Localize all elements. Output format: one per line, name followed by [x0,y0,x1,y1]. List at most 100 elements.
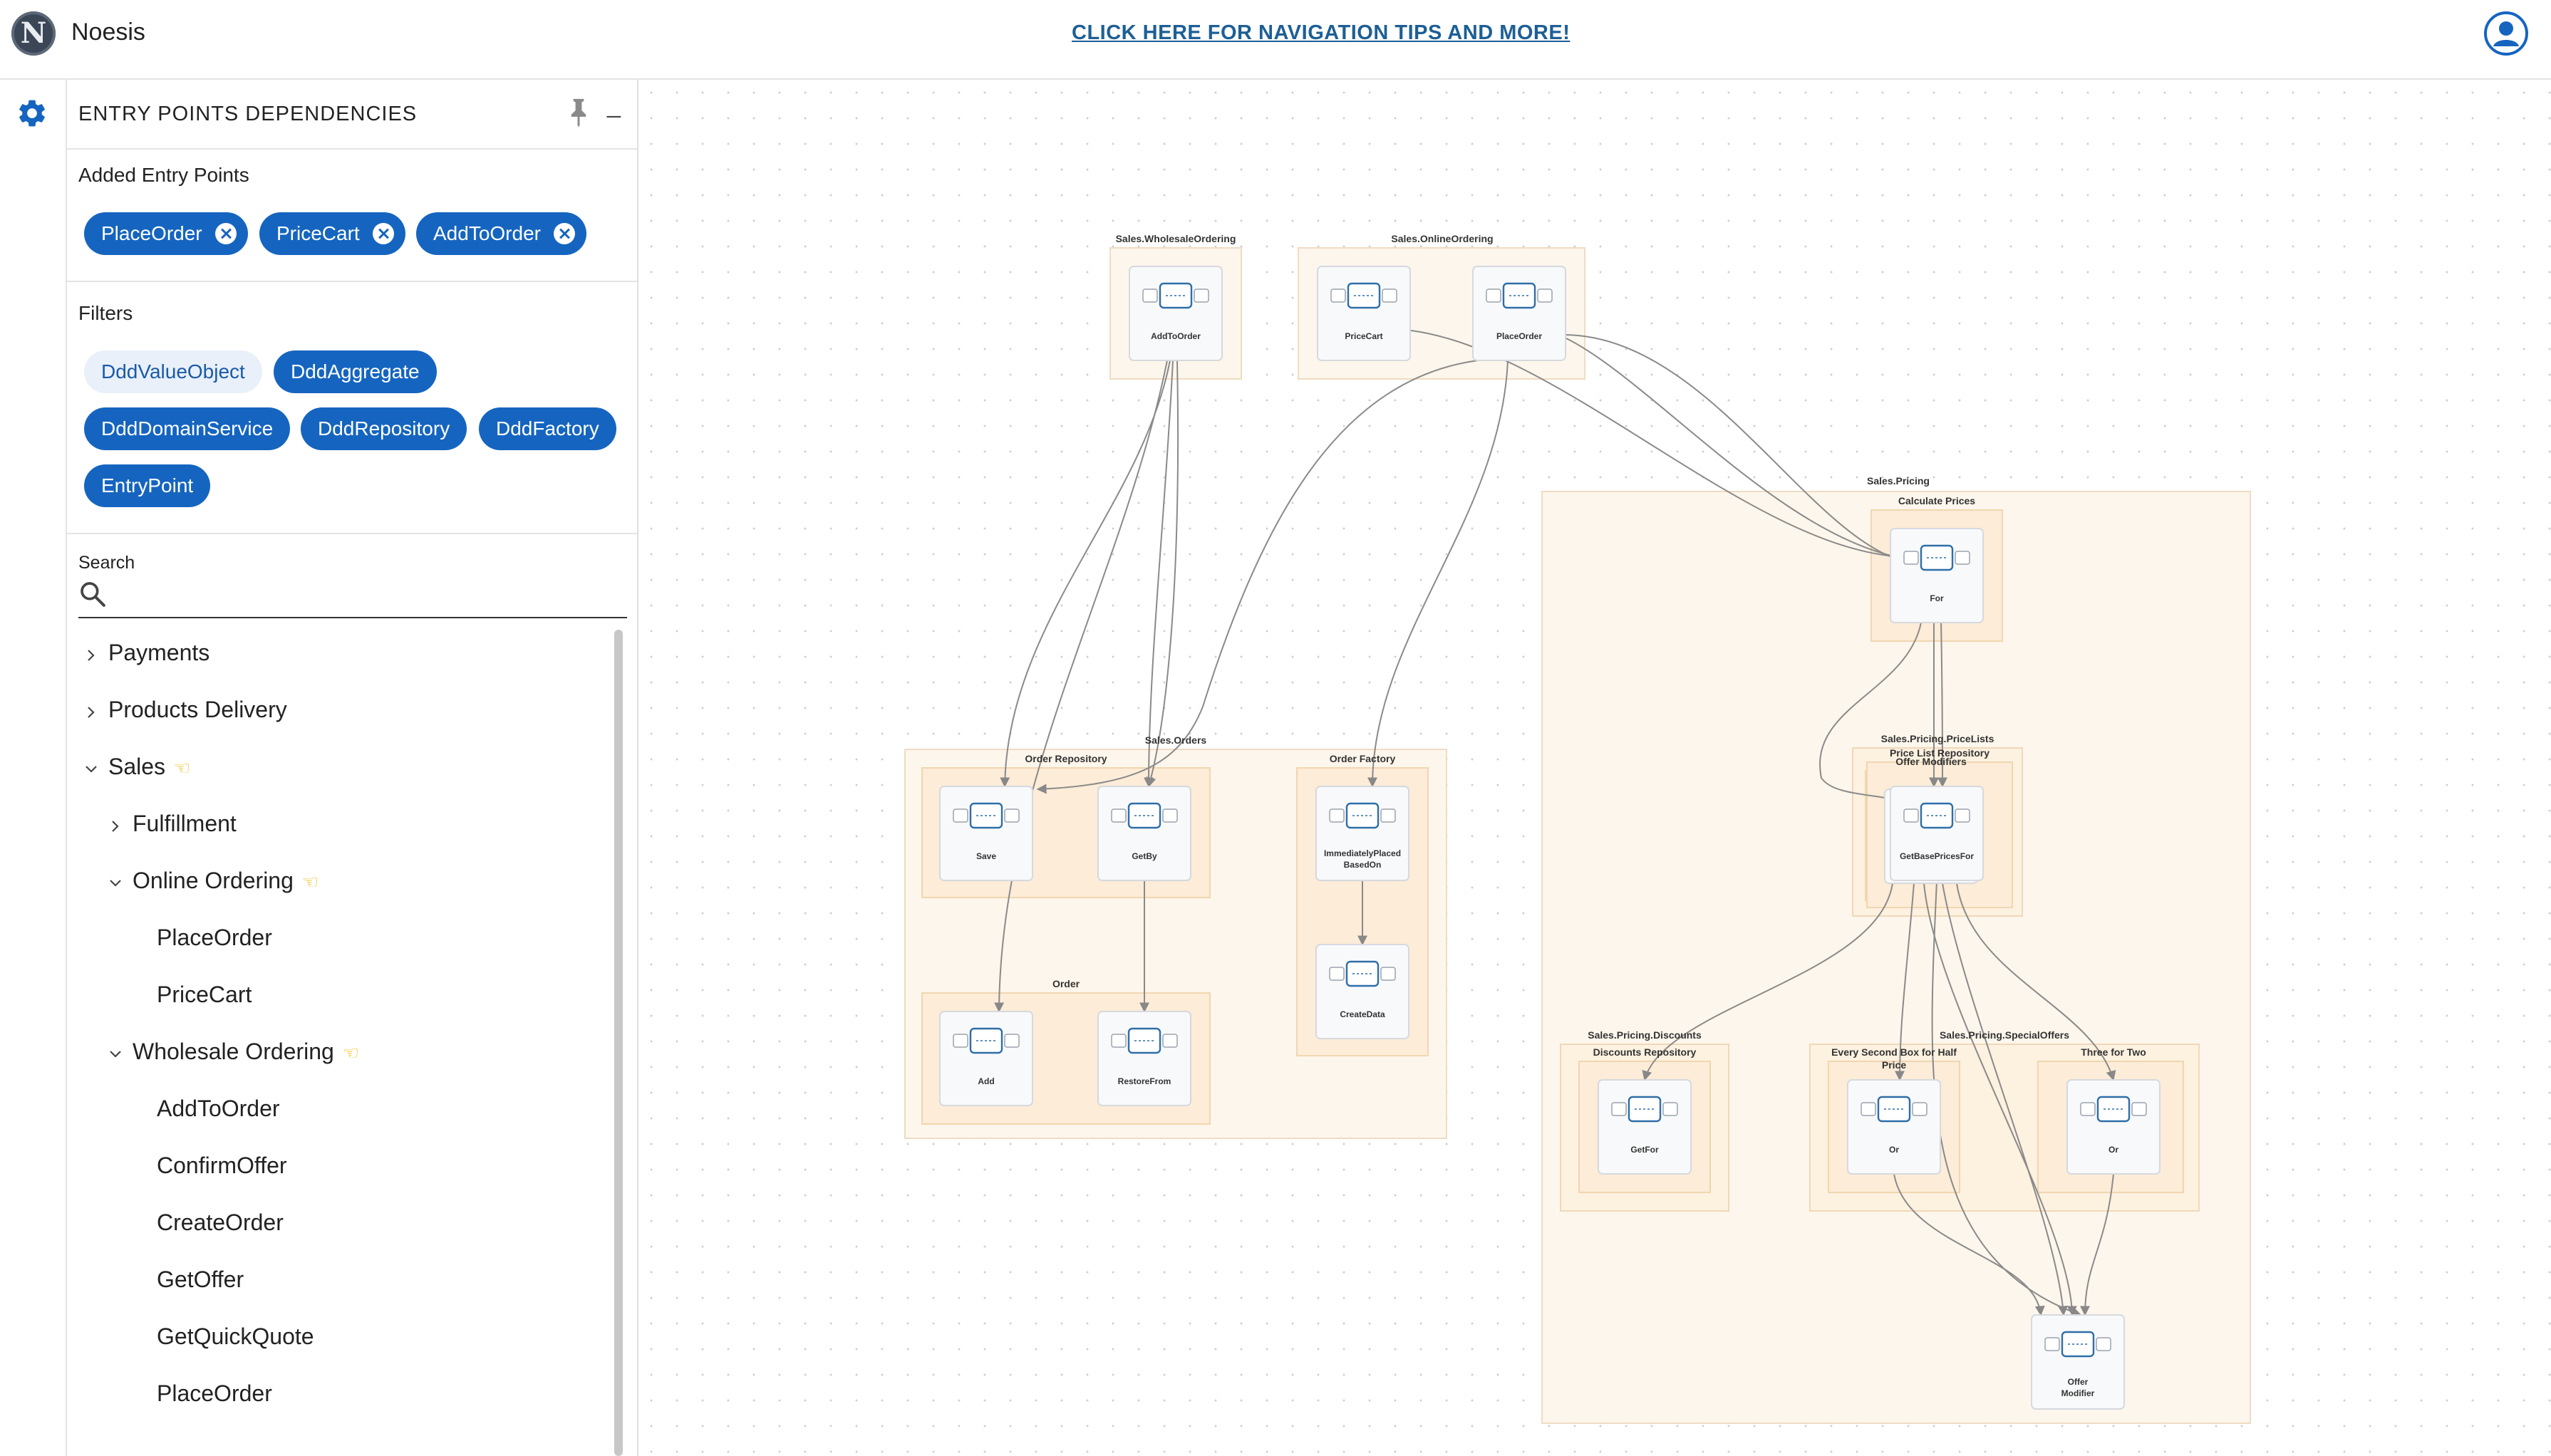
component-label: Calculate Prices [1898,495,1975,506]
tree-item[interactable]: Fulfillment [133,811,237,837]
tree-item[interactable]: Online Ordering☜ [133,868,319,894]
left-rail [0,80,67,1456]
node-addtoorder[interactable]: AddToOrder [1129,266,1223,361]
tree-item[interactable]: AddToOrder [157,1096,280,1122]
tree-item-label: Sales [108,754,166,779]
node-label: GetBy [1132,851,1157,861]
divider [67,148,637,150]
edge-placeorder-to-save [1036,360,1479,794]
node-label: GetFor [1630,1145,1659,1155]
remove-chip-icon[interactable] [553,223,575,244]
chevron-down-icon[interactable] [108,1047,123,1061]
tree-item-label: AddToOrder [157,1096,280,1121]
node-or2[interactable]: Or [2066,1079,2161,1175]
node-for[interactable]: For [1890,528,1984,623]
chevron-down-icon[interactable] [84,762,98,776]
node-add[interactable]: Add [939,1011,1033,1106]
remove-chip-icon[interactable] [214,223,237,244]
node-label: CreateData [1340,1009,1385,1019]
tree-item[interactable]: GetOffer [157,1267,244,1293]
tree-scrollbar-thumb[interactable] [614,630,623,1456]
filter-chip-ddddomainservice[interactable]: DddDomainService [84,407,291,450]
filter-chip-dddrepository[interactable]: DddRepository [301,407,467,450]
tree-item[interactable]: PriceCart [157,982,252,1008]
filter-chip-dddaggregate[interactable]: DddAggregate [274,350,437,393]
node-getby[interactable]: GetBy [1097,786,1191,881]
pin-icon[interactable] [566,97,591,128]
node-label: PlaceOrder [1496,331,1542,341]
node-save[interactable]: Save [939,786,1033,881]
node-or1[interactable]: Or [1847,1079,1941,1175]
search-input[interactable] [114,578,616,610]
component-label: Offer Modifiers [1895,756,1967,767]
tree-item[interactable]: Payments [108,640,209,666]
tree-item[interactable]: Wholesale Ordering☜ [133,1039,359,1065]
component-label: Three for Two [2081,1046,2146,1058]
component-label: Order [1052,978,1080,989]
node-getfor[interactable]: GetFor [1598,1079,1692,1175]
divider [67,281,637,282]
search-icon [81,582,105,607]
entry-point-chip-placeorder[interactable]: PlaceOrder [84,212,248,255]
tree-item[interactable]: CreateOrder [157,1210,284,1236]
node-getbaseprices[interactable]: GetBasePricesFor [1890,786,1984,881]
chevron-right-icon[interactable] [84,648,98,662]
edge-choosefor-to-or1 [1895,883,1915,1081]
filter-chip-entrypoint[interactable]: EntryPoint [84,464,211,507]
edge-addtoorder-to-add [994,360,1168,1013]
tree-item-label: PlaceOrder [157,925,272,950]
node-label: For [1930,593,1944,603]
tree-item[interactable]: PlaceOrder [157,1380,272,1407]
filter-chip-dddvalueobject[interactable]: DddValueObject [84,350,262,393]
gear-icon[interactable] [16,97,48,130]
entry-point-chip-pricecart[interactable]: PriceCart [259,212,405,255]
module-label: Sales.Orders [1145,734,1207,746]
edge-choosefor-to-getfor [1642,883,1893,1081]
noesis-logo[interactable]: N [11,11,56,56]
edge-placeorder-to-for-2 [1564,337,1905,562]
edge-placeorder-to-immediately [1367,360,1509,788]
tree-item[interactable]: Sales ☜ [108,754,190,780]
user-account-icon[interactable] [2484,11,2528,56]
node-restorefrom[interactable]: RestoreFrom [1097,1011,1191,1106]
entry-point-chip-addtoorder[interactable]: AddToOrder [416,212,586,255]
remove-chip-icon[interactable] [372,223,394,244]
module-label: Sales.WholesaleOrdering [1116,233,1236,244]
tree-item-label: Online Ordering [133,868,294,893]
tree-item-label: GetOffer [157,1267,244,1292]
tree-item-label: GetQuickQuote [157,1324,314,1349]
tree-item-label: PlaceOrder [157,1380,272,1406]
node-label: Save [976,851,996,861]
node-createdata[interactable]: CreateData [1315,944,1409,1039]
tree-item[interactable]: Products Delivery [108,697,287,723]
chevron-right-icon[interactable] [108,819,123,833]
edge-for-to-getbaseprices-2 [1937,622,1947,788]
tree-item[interactable]: ConfirmOffer [157,1153,287,1179]
module-pricing[interactable] [1541,491,2251,1424]
minimize-button[interactable]: _ [607,91,621,118]
component-label: Order Repository [1025,753,1107,764]
filter-chip-dddfactory[interactable]: DddFactory [479,407,616,450]
pointing-hand-icon: ☜ [174,757,191,779]
navigation-tips-link[interactable]: CLICK HERE FOR NAVIGATION TIPS AND MORE! [1072,21,1571,44]
tree-item[interactable]: PlaceOrder [157,925,272,951]
chevron-right-icon[interactable] [84,705,98,719]
edge-choosefor-to-offer-modifier [1942,883,2069,1316]
node-pricecart[interactable]: PriceCart [1317,266,1411,361]
node-placeorder[interactable]: PlaceOrder [1472,266,1566,361]
node-label: Or [1889,1145,1899,1155]
node-label: Add [978,1076,994,1086]
node-label: Or [2108,1145,2118,1155]
component-label: Order Factory [1330,753,1396,764]
chip-label: PlaceOrder [101,222,202,244]
node-label: AddToOrder [1151,331,1201,341]
filters-label: Filters [78,302,133,324]
chevron-down-icon[interactable] [108,876,123,890]
node-label: RestoreFrom [1118,1076,1171,1086]
tree-item[interactable]: GetQuickQuote [157,1324,314,1350]
